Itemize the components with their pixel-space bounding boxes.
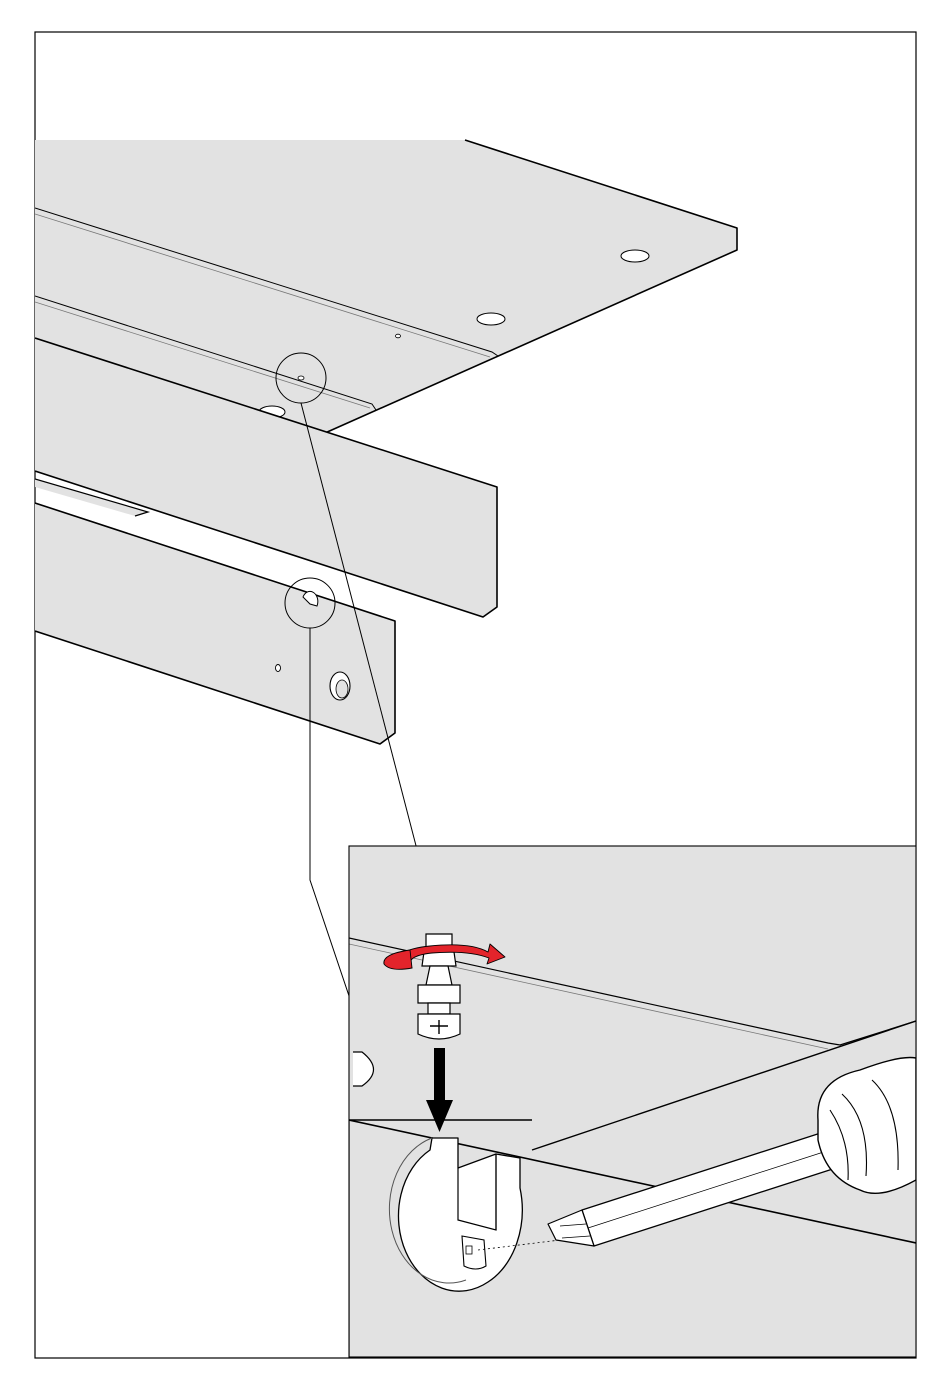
cam-pin-hole [298, 376, 304, 380]
cam-housing-hole-inner [336, 680, 348, 698]
cam-pin-hole [276, 665, 281, 672]
fitting-collar [418, 985, 460, 1003]
panel-hole [477, 313, 505, 325]
inset-detail [349, 846, 916, 1357]
panel-hole [621, 250, 649, 262]
cam-pin-hole [396, 334, 401, 338]
